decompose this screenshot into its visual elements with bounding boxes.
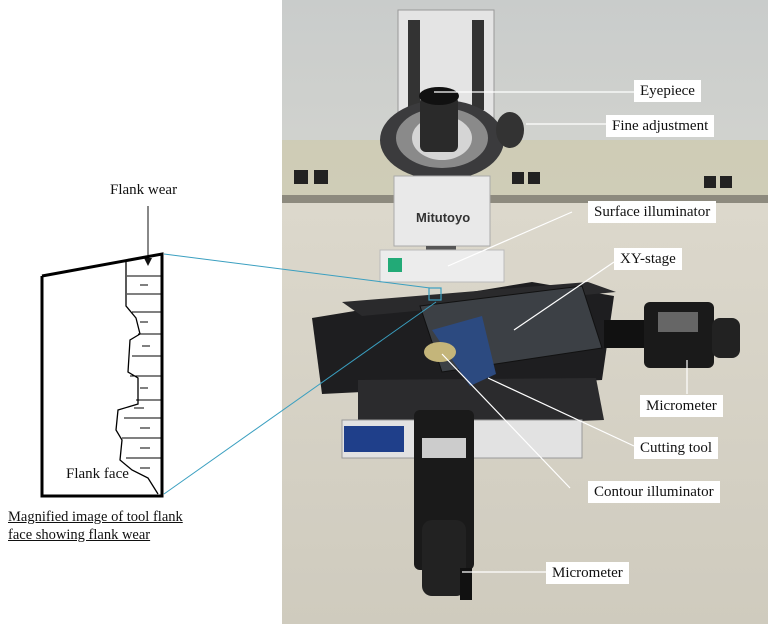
outlet [704, 176, 716, 188]
microscope-body [393, 175, 491, 247]
caption-line-1: Magnified image of tool flank [8, 509, 183, 525]
outlet [720, 176, 732, 188]
outlet [528, 172, 540, 184]
tool-holder [432, 316, 496, 386]
micrometer-bottom-thimble [422, 520, 466, 596]
flank-wear-label: Flank wear [110, 182, 178, 198]
caption-line-2: face showing flank wear [8, 527, 151, 543]
column-slot [472, 20, 484, 110]
label-micrometer-right: Micrometer [640, 395, 723, 417]
flank-diagram-panel: Flank wear Flank face Magnified image of… [0, 0, 282, 624]
diagram-caption: Magnified image of tool flank face showi… [8, 508, 183, 544]
flank-face-label: Flank face [66, 466, 129, 482]
label-eyepiece: Eyepiece [634, 80, 701, 102]
outlet [512, 172, 524, 184]
microscope-photo: Mitutoyo [282, 0, 768, 624]
outlet [294, 170, 308, 184]
micrometer-display [658, 312, 698, 332]
label-surface-illuminator: Surface illuminator [588, 201, 717, 223]
micrometer-spindle [604, 320, 648, 348]
brand-plate [344, 426, 404, 452]
photo-illustration: Mitutoyo [282, 0, 768, 624]
callout-lines [434, 91, 688, 573]
label-xy-stage: XY-stage [614, 248, 682, 270]
eyepiece-lens [419, 87, 459, 105]
wall-band [282, 140, 768, 200]
brand-logo: Mitutoyo [416, 210, 470, 225]
micrometer-right-body [644, 302, 714, 368]
label-micrometer-bottom: Micrometer [546, 562, 629, 584]
fine-adjust-knob [496, 112, 524, 148]
label-contour-illuminator: Contour illuminator [588, 481, 720, 503]
contour-lens [424, 342, 456, 362]
micrometer-thimble [712, 318, 740, 358]
column-slot [408, 20, 420, 110]
outlet [314, 170, 328, 184]
label-cutting-tool: Cutting tool [634, 437, 719, 459]
eyepiece-tube [420, 96, 458, 152]
wall-rail [282, 195, 768, 203]
power-switch [388, 258, 402, 272]
micrometer-bottom-display [422, 438, 466, 458]
label-fine-adjustment: Fine adjustment [606, 115, 715, 137]
ratchet [460, 568, 472, 600]
